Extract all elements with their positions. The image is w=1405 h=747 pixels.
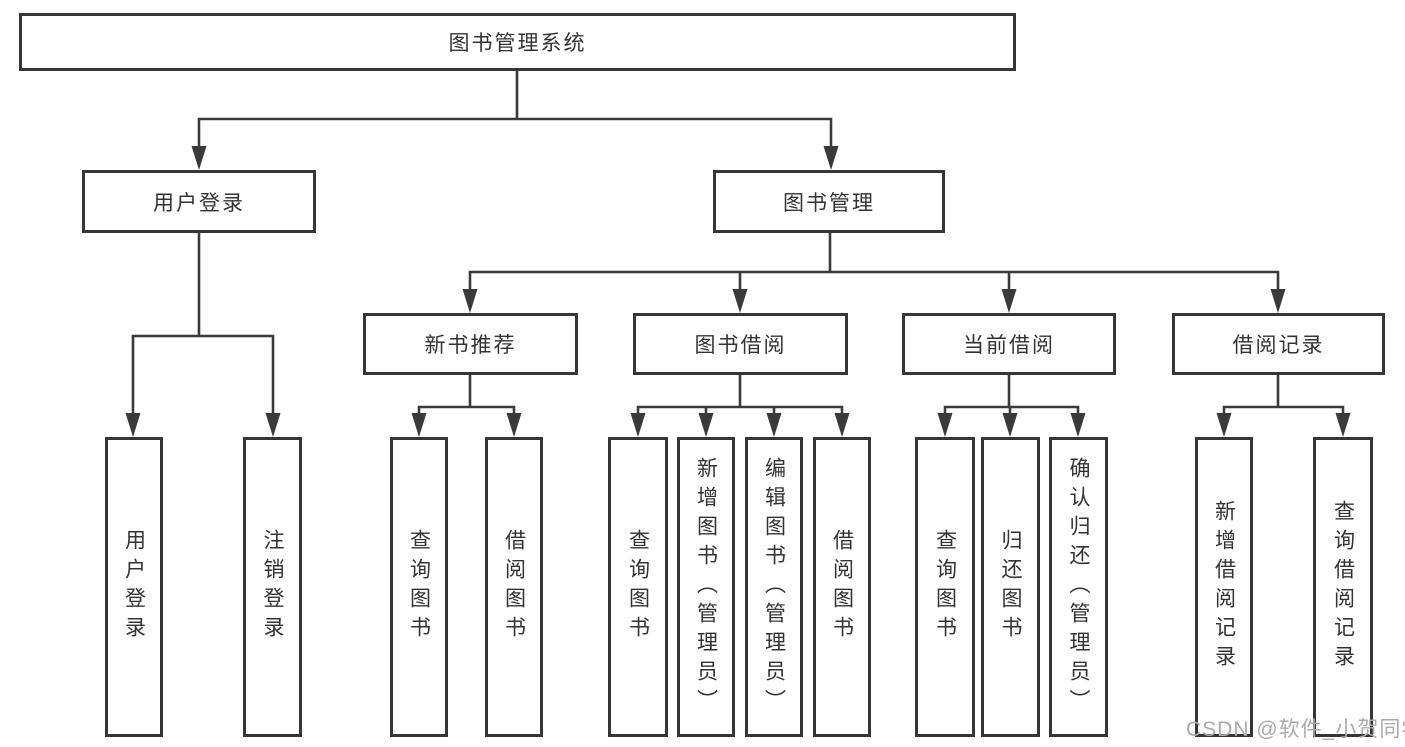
node-current-borrowing-label: 当前借阅 xyxy=(963,334,1055,357)
leaf-logout-label: 注销登录 xyxy=(261,529,284,645)
arrowhead xyxy=(191,146,207,170)
leaf-user-login: 用户登录 xyxy=(105,437,163,737)
leaf-borrowing-query-books-label: 查询图书 xyxy=(626,529,650,645)
leaf-borrowing-edit-books-admin-label: 编辑图书（管理员） xyxy=(762,456,786,718)
node-new-book-recommendation-label: 新书推荐 xyxy=(424,334,517,357)
leaf-borrowing-add-books-admin-label: 新增图书（管理员） xyxy=(694,456,718,718)
watermark: CSDN @软件_小贺同学 xyxy=(1186,718,1405,741)
leaf-borrowing-borrow-books-label: 借阅图书 xyxy=(830,529,854,645)
node-user-login: 用户登录 xyxy=(82,170,316,233)
leaf-current-confirm-return-admin-label: 确认归还（管理员） xyxy=(1067,456,1090,718)
leaf-current-return-books: 归还图书 xyxy=(981,437,1040,737)
leaf-current-return-books-label: 归还图书 xyxy=(999,529,1022,645)
leaf-borrowing-edit-books-admin: 编辑图书（管理员） xyxy=(745,437,803,737)
node-user-login-label: 用户登录 xyxy=(153,191,245,215)
arrowhead xyxy=(411,413,427,437)
connector-user-login-children xyxy=(131,231,275,419)
leaf-borrowing-query-books: 查询图书 xyxy=(608,437,668,737)
connector-book-management-children xyxy=(468,231,1280,295)
leaf-current-query-books: 查询图书 xyxy=(915,437,975,737)
arrowhead xyxy=(1270,289,1286,313)
arrowhead xyxy=(698,413,714,437)
connector-new-book-children xyxy=(417,374,516,419)
connector-root-to-level2 xyxy=(197,69,833,152)
node-root: 图书管理系统 xyxy=(19,13,1016,71)
leaf-records-query-record-label: 查询借阅记录 xyxy=(1331,500,1355,674)
arrowhead xyxy=(125,413,141,437)
node-new-book-recommendation: 新书推荐 xyxy=(363,313,578,375)
arrowhead xyxy=(1070,413,1086,437)
leaf-recommend-borrow-books: 借阅图书 xyxy=(485,437,543,737)
connector-book-borrowing-children xyxy=(636,374,844,419)
arrowhead xyxy=(265,413,281,437)
node-borrowing-records: 借阅记录 xyxy=(1172,313,1385,375)
node-borrowing-records-label: 借阅记录 xyxy=(1232,334,1325,357)
leaf-borrowing-borrow-books: 借阅图书 xyxy=(813,437,871,737)
node-book-borrowing: 图书借阅 xyxy=(633,313,848,375)
arrowhead xyxy=(506,413,522,437)
leaf-records-query-record: 查询借阅记录 xyxy=(1313,437,1373,737)
arrowhead xyxy=(1001,289,1017,313)
arrowhead xyxy=(937,413,953,437)
node-book-management-label: 图书管理 xyxy=(783,191,875,215)
arrowhead xyxy=(1002,413,1018,437)
arrowhead xyxy=(766,413,782,437)
arrowhead xyxy=(630,413,646,437)
arrowhead xyxy=(823,146,839,170)
node-book-borrowing-label: 图书借阅 xyxy=(694,334,787,357)
arrowhead xyxy=(1216,413,1232,437)
leaf-records-add-record-label: 新增借阅记录 xyxy=(1212,500,1236,674)
leaf-user-login-label: 用户登录 xyxy=(122,529,146,645)
arrowhead xyxy=(732,289,748,313)
node-current-borrowing: 当前借阅 xyxy=(902,313,1116,375)
connector-current-borrowing-children xyxy=(943,374,1080,419)
arrowhead xyxy=(1335,413,1351,437)
leaf-logout: 注销登录 xyxy=(243,437,302,737)
arrowhead xyxy=(462,289,478,313)
leaf-current-query-books-label: 查询图书 xyxy=(933,529,957,645)
leaf-recommend-query-books: 查询图书 xyxy=(390,437,448,737)
leaf-borrowing-add-books-admin: 新增图书（管理员） xyxy=(677,437,735,737)
leaf-records-add-record: 新增借阅记录 xyxy=(1195,437,1253,737)
arrowhead xyxy=(834,413,850,437)
leaf-recommend-query-books-label: 查询图书 xyxy=(407,529,431,645)
node-root-label: 图书管理系统 xyxy=(448,32,587,55)
node-book-management: 图书管理 xyxy=(713,170,945,233)
leaf-recommend-borrow-books-label: 借阅图书 xyxy=(502,529,526,645)
leaf-current-confirm-return-admin: 确认归还（管理员） xyxy=(1049,437,1108,737)
connector-borrowing-records-children xyxy=(1222,374,1345,419)
